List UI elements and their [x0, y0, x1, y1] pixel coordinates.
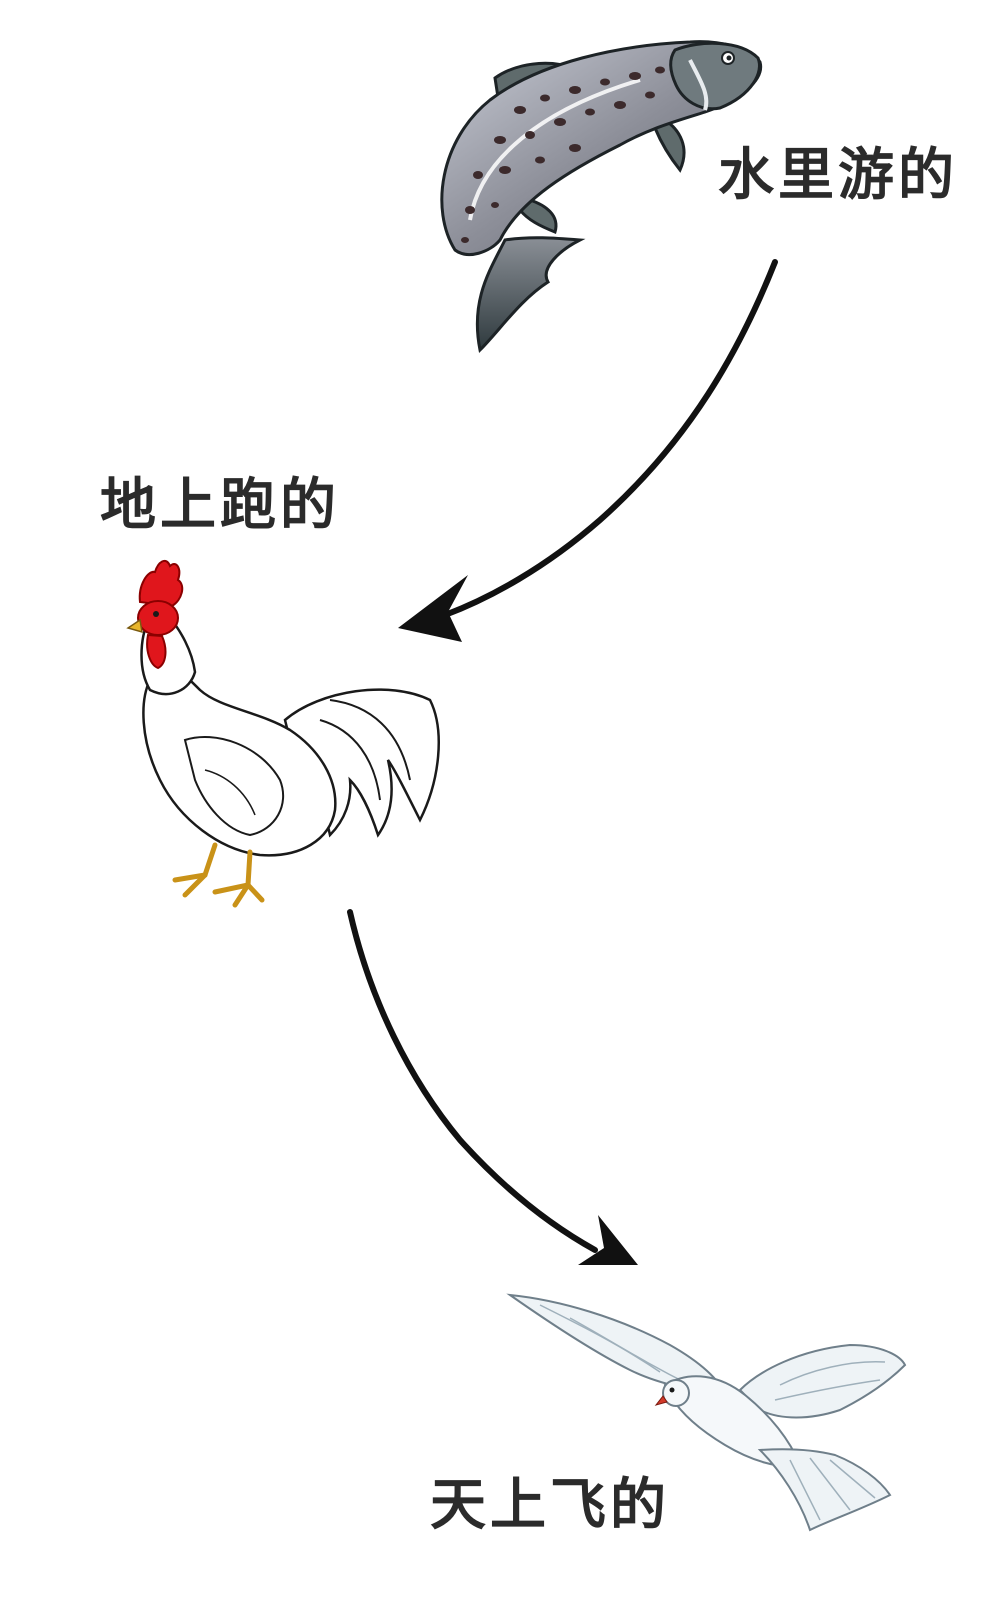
arrow-fish-to-rooster [398, 259, 778, 642]
arrow-rooster-to-dove [347, 909, 638, 1265]
rooster-icon [126, 559, 440, 908]
dove-label: 天上飞的 [430, 1473, 670, 1538]
fish-label: 水里游的 [718, 143, 958, 208]
salmon-icon [440, 40, 763, 354]
dove-icon [506, 1293, 907, 1532]
rooster-label: 地上跑的 [100, 473, 340, 538]
